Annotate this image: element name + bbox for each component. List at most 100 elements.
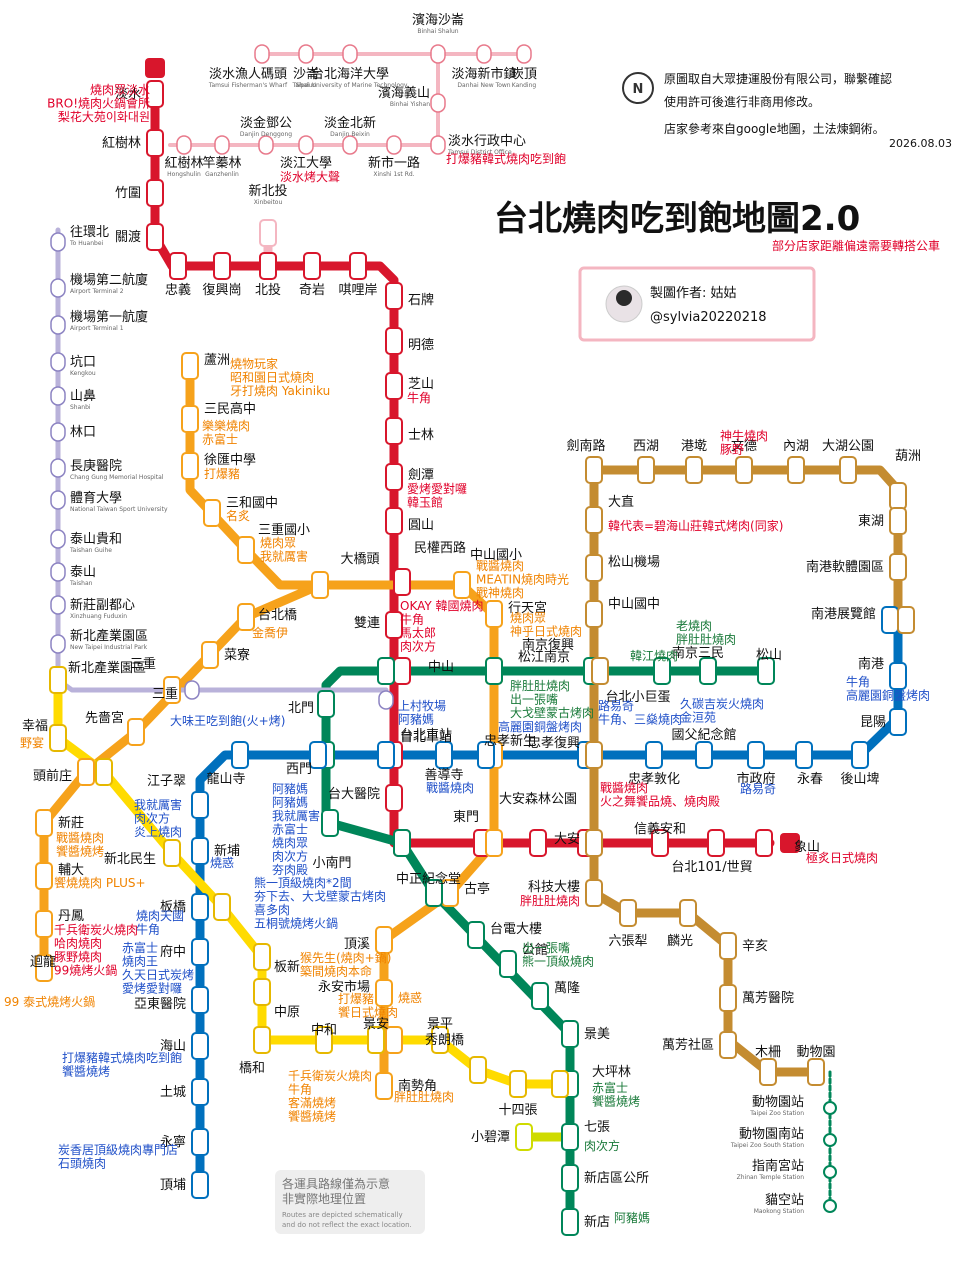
station-v09[interactable] bbox=[430, 44, 446, 64]
station-o20[interactable] bbox=[35, 910, 53, 938]
station-r13[interactable] bbox=[393, 568, 411, 596]
station-v08[interactable] bbox=[430, 93, 446, 113]
shop-name[interactable]: 築間燒肉本命 bbox=[300, 964, 372, 979]
shop-name[interactable]: 阿豬媽 bbox=[398, 713, 434, 727]
shop-name[interactable]: 石頭燒肉 bbox=[58, 1157, 106, 1171]
shop-name[interactable]: 牛角 bbox=[288, 1082, 312, 1097]
shop-name[interactable]: 戰醬燒肉 bbox=[600, 780, 648, 795]
shop-name[interactable]: 牛角 bbox=[846, 674, 870, 689]
station-r26[interactable] bbox=[146, 179, 164, 207]
shop-name[interactable]: 饗醬燒烤 bbox=[62, 1064, 110, 1079]
shop-name[interactable]: 燒肉王 bbox=[122, 955, 158, 969]
station-y09[interactable] bbox=[469, 1056, 487, 1084]
station-bl05[interactable] bbox=[191, 986, 209, 1014]
station-br09[interactable] bbox=[585, 829, 603, 857]
station-r24[interactable] bbox=[169, 252, 187, 280]
shop-name[interactable]: 胖肚肚燒肉 bbox=[520, 893, 580, 908]
station-r02[interactable] bbox=[755, 829, 773, 857]
shop-name[interactable]: OKAY 韓國燒肉 bbox=[400, 599, 484, 613]
shop-name[interactable]: 千兵衛炭火燒肉 bbox=[288, 1069, 372, 1083]
station-y07[interactable] bbox=[551, 1070, 569, 1098]
station-a1[interactable] bbox=[378, 690, 394, 710]
station-o01[interactable] bbox=[375, 1072, 393, 1100]
shop-name[interactable]: 阿豬媽 bbox=[272, 782, 308, 796]
shop-name[interactable]: 赤富士 bbox=[272, 822, 308, 837]
shop-name[interactable]: 饗醬燒烤 bbox=[56, 844, 104, 859]
station-g09[interactable] bbox=[425, 879, 443, 907]
shop-name[interactable]: 熊一頂級燒肉 bbox=[522, 954, 594, 969]
station-br05[interactable] bbox=[719, 932, 737, 960]
station-v10[interactable] bbox=[342, 44, 358, 64]
station-a12[interactable] bbox=[50, 315, 66, 335]
station-v06[interactable] bbox=[386, 135, 402, 155]
shop-name[interactable]: 胖肚肚燒肉 bbox=[676, 632, 736, 647]
station-o54[interactable] bbox=[181, 352, 199, 380]
shop-name[interactable]: 昭和園日式燒肉 bbox=[230, 371, 314, 385]
station-a13[interactable] bbox=[50, 278, 66, 298]
shop-name[interactable]: 淡水烤大聲 bbox=[280, 169, 340, 184]
station-br07[interactable] bbox=[619, 899, 637, 927]
shop-name[interactable]: 哈肉燒肉 bbox=[54, 937, 102, 951]
station-br06[interactable] bbox=[679, 899, 697, 927]
station-y11[interactable] bbox=[367, 1026, 385, 1054]
shop-name[interactable]: 大味王吃到飽(火+烤) bbox=[170, 713, 285, 728]
station-a6[interactable] bbox=[50, 529, 66, 549]
shop-name[interactable]: 99燒烤火鍋 bbox=[54, 963, 117, 978]
station-br19[interactable] bbox=[787, 456, 805, 484]
station-a3[interactable] bbox=[50, 634, 66, 654]
shop-name[interactable]: 火之舞饗品燒、燒肉殿 bbox=[600, 794, 720, 809]
station-bl13[interactable] bbox=[435, 741, 453, 769]
station-bl21[interactable] bbox=[889, 708, 907, 736]
station-br18[interactable] bbox=[735, 456, 753, 484]
shop-name[interactable]: 熊一頂級燒肉*2間 bbox=[254, 875, 352, 890]
station-g05[interactable] bbox=[561, 1020, 579, 1048]
station-v05[interactable] bbox=[342, 135, 358, 155]
shop-name[interactable]: 神乎日式燒肉 bbox=[510, 625, 582, 639]
station-o52[interactable] bbox=[181, 452, 199, 480]
station-bl22[interactable] bbox=[889, 662, 907, 690]
shop-name[interactable]: 我就厲害 bbox=[272, 808, 320, 823]
station-r09[interactable] bbox=[385, 784, 403, 812]
station-y16[interactable] bbox=[213, 893, 231, 921]
station-br20[interactable] bbox=[839, 456, 857, 484]
shop-name[interactable]: 千兵衛炭火燒肉 bbox=[54, 923, 138, 937]
station-bl12[interactable] bbox=[377, 741, 395, 769]
shop-name[interactable]: 牛角、三燊燒肉 bbox=[598, 712, 682, 727]
station-r22[interactable] bbox=[259, 252, 277, 280]
shop-name[interactable]: 猴先生(燒肉+鍋) bbox=[300, 950, 391, 965]
station-v28[interactable] bbox=[516, 44, 532, 64]
station-mk4[interactable] bbox=[823, 1199, 837, 1213]
shop-name[interactable]: 燒肉眾 bbox=[272, 836, 308, 850]
station-o09[interactable] bbox=[485, 600, 503, 628]
shop-name[interactable]: 燒肉眾淡水 bbox=[90, 83, 150, 97]
station-br23[interactable] bbox=[889, 553, 907, 581]
station-bl14[interactable] bbox=[477, 741, 495, 769]
station-br21[interactable] bbox=[889, 482, 907, 510]
station-mk2[interactable] bbox=[823, 1133, 837, 1147]
station-a11[interactable] bbox=[50, 352, 66, 372]
shop-name[interactable]: BRO!燒肉火鍋會所 bbox=[47, 96, 150, 111]
shop-name[interactable]: 出一張嘴 bbox=[510, 693, 558, 707]
station-o18[interactable] bbox=[35, 809, 53, 837]
station-r22a[interactable] bbox=[259, 219, 277, 247]
shop-name[interactable]: 極炙日式燒肉 bbox=[806, 850, 878, 865]
station-o14[interactable] bbox=[201, 641, 219, 669]
station-o04[interactable] bbox=[375, 926, 393, 954]
station-y18[interactable] bbox=[95, 758, 113, 786]
station-y20[interactable] bbox=[49, 666, 67, 694]
station-g19[interactable] bbox=[757, 657, 775, 685]
station-bl06[interactable] bbox=[191, 938, 209, 966]
station-g08[interactable] bbox=[467, 921, 485, 949]
station-bl08[interactable] bbox=[191, 837, 209, 865]
shop-name[interactable]: 牛角 bbox=[400, 612, 424, 627]
station-v02[interactable] bbox=[214, 135, 230, 155]
shop-name[interactable]: 金洹苑 bbox=[680, 710, 716, 725]
station-g11[interactable] bbox=[321, 809, 339, 837]
station-y17[interactable] bbox=[163, 839, 181, 867]
shop-name[interactable]: 路易奇 bbox=[740, 781, 776, 796]
shop-name[interactable]: 梨花大苑이화대원 bbox=[58, 109, 150, 124]
station-br02[interactable] bbox=[759, 1058, 777, 1086]
shop-name[interactable]: 燒肉天國 bbox=[136, 909, 184, 923]
station-r16[interactable] bbox=[385, 417, 403, 445]
shop-name[interactable]: 樂樂燒肉 bbox=[202, 418, 250, 433]
